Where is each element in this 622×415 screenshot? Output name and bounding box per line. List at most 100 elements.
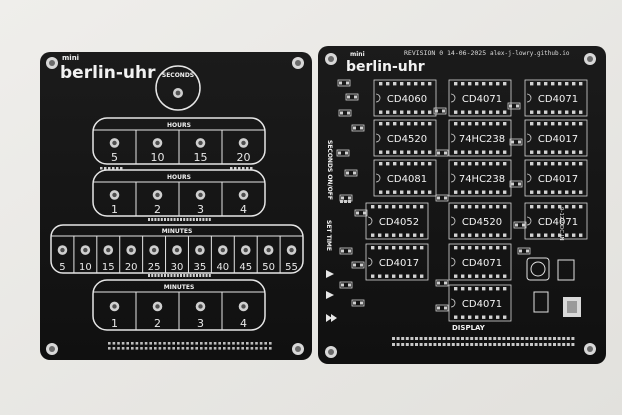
- minutes-5-lamp: 30: [171, 245, 184, 273]
- minutes-5-lamp-number: 35: [194, 262, 207, 273]
- hours-5-lamp: 10: [151, 138, 165, 164]
- minutes-5-lamp: 5: [57, 245, 68, 273]
- hours-5-lamp: 20: [237, 138, 251, 164]
- seconds-switch-label: SECONDS ON/OFF: [326, 140, 333, 200]
- hours-row-1-panel: HOURS 5 10 15 20: [92, 117, 266, 165]
- ic-chip-label: 74HC238: [459, 174, 505, 185]
- ic-chip-label: CD4017: [538, 134, 578, 145]
- minutes-5-lamp: 55: [285, 245, 298, 273]
- display-header-pads: [392, 337, 575, 346]
- ic-chip-label: CD4071: [462, 299, 502, 310]
- minutes-1-lamp-number: 2: [154, 317, 161, 330]
- minutes-1-lamp: 3: [195, 301, 206, 330]
- ic-chip-r2c3: CD4017: [524, 119, 588, 157]
- minutes-5-lamp: 20: [125, 245, 138, 273]
- minutes-5-lamp-number: 40: [216, 262, 229, 273]
- minutes-label-1: MINUTES: [162, 228, 193, 235]
- minutes-1-lamp: 2: [152, 301, 163, 330]
- logo-main-text: berlin-uhr: [60, 63, 156, 83]
- seconds-lamp: SECONDS: [155, 65, 201, 111]
- ic-chip-r4c3: CD4071: [524, 202, 588, 240]
- ic-chip-label: CD4060: [387, 94, 427, 105]
- minutes-1-lamp: 1: [109, 301, 120, 330]
- minutes-5-lamp: 35: [194, 245, 207, 273]
- minutes-1-lamp-number: 1: [111, 317, 118, 330]
- ic-chip-label: 74HC238: [459, 134, 505, 145]
- ic-chip-label: CD4071: [538, 217, 578, 228]
- hours-1-lamp: 1: [109, 190, 120, 216]
- minutes-row-2-panel: MINUTES 1 2 3 4: [92, 279, 266, 331]
- author-url-text: alex-j-lowry.github.io: [490, 50, 570, 57]
- pad-strip: [100, 167, 253, 277]
- minutes-1-lamp: 4: [238, 301, 249, 330]
- hours-5-lamp-number: 20: [237, 151, 251, 164]
- minutes-5-lamp: 40: [216, 245, 229, 273]
- hours-5-lamp-number: 15: [194, 151, 208, 164]
- hours-1-lamp-number: 2: [154, 203, 161, 216]
- ic-chip-label: CD4017: [379, 258, 419, 269]
- hours-1-lamp: 3: [195, 190, 206, 216]
- ic-chip-r5c2: CD4071: [448, 243, 512, 281]
- set-time-label: SET TIME: [325, 220, 332, 251]
- hours-1-lamp-number: 1: [111, 203, 118, 216]
- set-time-arrows: [326, 270, 337, 322]
- revision-text: REVISION 0: [404, 49, 443, 57]
- hours-5-lamp: 15: [194, 138, 208, 164]
- minutes-1-lamp-number: 4: [240, 317, 247, 330]
- logo-small-text: mini: [62, 54, 79, 62]
- hours-1-lamp: 4: [238, 190, 249, 216]
- ic-chip-r2c2: 74HC238: [448, 119, 512, 157]
- minutes-5-lamp: 45: [239, 245, 252, 273]
- minutes-5-lamp-number: 55: [285, 262, 298, 273]
- hours-1-lamp-number: 3: [197, 203, 204, 216]
- ic-chip-label: CD4071: [538, 94, 578, 105]
- mounting-hole: [292, 57, 304, 69]
- ic-chip-r5c1: CD4017: [365, 243, 429, 281]
- power-regulator-area: [526, 257, 581, 317]
- ic-chip-label: CD4052: [379, 217, 419, 228]
- ic-chip-label: CD4081: [387, 174, 427, 185]
- ic-chip-r6c2: CD4071: [448, 284, 512, 322]
- left-bottom-header-pads: [108, 342, 272, 350]
- hours-1-lamp: 2: [152, 190, 163, 216]
- mounting-hole: [46, 57, 58, 69]
- hours-5-lamp-number: 10: [151, 151, 165, 164]
- ic-chip-r4c1: CD4052: [365, 202, 429, 240]
- ic-chip-r1c1: CD4060: [373, 79, 437, 117]
- minutes-5-lamp-number: 20: [125, 262, 138, 273]
- minutes-row-1-panel: MINUTES 5 10 15 20 25 30 35 40 45 50 55: [50, 224, 304, 274]
- hours-5-lamp: 5: [109, 138, 120, 164]
- hours-1-lamp-number: 4: [240, 203, 247, 216]
- left-pcb: [40, 52, 312, 360]
- seconds-label: SECONDS: [162, 72, 194, 79]
- ic-chip-label: CD4071: [462, 94, 502, 105]
- minutes-label-2: MINUTES: [164, 284, 195, 291]
- date-text: 14-06-2025: [447, 49, 486, 57]
- ic-chip-r3c1: CD4081: [373, 159, 437, 197]
- logo-main-text-right: berlin-uhr: [346, 59, 425, 75]
- ic-chip-r1c3: CD4071: [524, 79, 588, 117]
- mounting-hole: [584, 53, 596, 65]
- mounting-hole: [325, 53, 337, 65]
- mounting-hole: [325, 346, 337, 358]
- ic-chip-label: CD4520: [462, 217, 502, 228]
- minutes-5-lamp: 15: [102, 245, 115, 273]
- ic-chip-label: CD4017: [538, 174, 578, 185]
- right-pcb-board: mini berlin-uhr REVISION 0 14-06-2025 al…: [318, 46, 606, 364]
- minutes-5-lamp: 25: [148, 245, 161, 273]
- minutes-5-lamp: 10: [79, 245, 92, 273]
- logo-small-text-right: mini: [350, 51, 365, 58]
- minutes-5-lamp-number: 25: [148, 262, 161, 273]
- mounting-hole: [46, 343, 58, 355]
- hours-5-lamp-number: 5: [111, 151, 118, 164]
- minutes-1-lamp-number: 3: [197, 317, 204, 330]
- minutes-5-lamp: 50: [262, 245, 275, 273]
- ic-chip-r1c2: CD4071: [448, 79, 512, 117]
- hours-label-1: HOURS: [167, 122, 191, 129]
- minutes-5-lamp-number: 30: [171, 262, 184, 273]
- display-label: DISPLAY: [452, 324, 486, 332]
- minutes-5-lamp-number: 10: [79, 262, 92, 273]
